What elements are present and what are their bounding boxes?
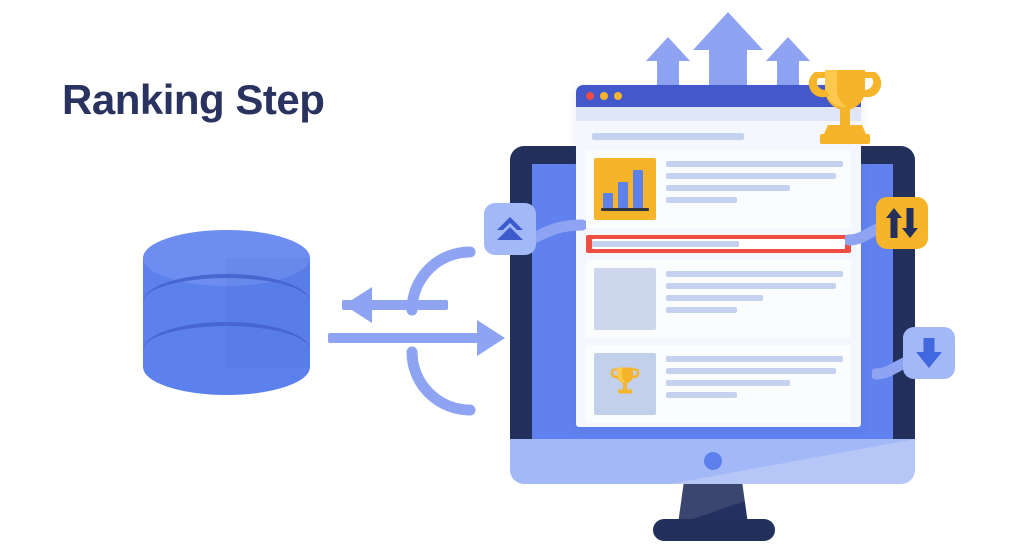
minimize-dot-icon[interactable] bbox=[600, 92, 608, 100]
highlighted-result-bar[interactable] bbox=[586, 235, 851, 253]
maximize-dot-icon[interactable] bbox=[614, 92, 622, 100]
bar-chart-thumbnail bbox=[594, 158, 656, 220]
close-dot-icon[interactable] bbox=[586, 92, 594, 100]
text-line bbox=[666, 295, 764, 301]
browser-titlebar bbox=[576, 85, 861, 107]
highlight-bar-track bbox=[592, 239, 845, 249]
up-arrow-large-center bbox=[693, 12, 763, 102]
result-text-lines bbox=[666, 353, 843, 415]
image-placeholder-thumbnail bbox=[594, 268, 656, 330]
bar-chart-icon bbox=[603, 168, 647, 208]
result-row[interactable] bbox=[586, 345, 851, 423]
result-row[interactable] bbox=[586, 150, 851, 228]
badge-rank-down[interactable] bbox=[903, 327, 955, 379]
result-text-lines bbox=[666, 158, 843, 220]
text-line bbox=[666, 380, 790, 386]
monitor-power-dot bbox=[704, 452, 722, 470]
chart-bar bbox=[633, 170, 643, 208]
database-cylinder bbox=[143, 230, 310, 395]
text-line bbox=[666, 368, 836, 374]
text-line bbox=[666, 173, 836, 179]
text-line bbox=[666, 307, 737, 313]
page-title: Ranking Step bbox=[62, 76, 325, 123]
top-trophy-icon bbox=[800, 66, 890, 158]
text-line bbox=[666, 197, 737, 203]
monitor-stand-neck bbox=[678, 484, 748, 524]
text-line bbox=[666, 161, 843, 167]
highlight-bar-fill bbox=[592, 241, 739, 247]
trophy-thumbnail bbox=[594, 353, 656, 415]
upward-growth-arrows bbox=[645, 12, 815, 102]
browser-content bbox=[576, 133, 861, 423]
monitor-stand-base bbox=[653, 519, 775, 541]
double-chevron-up-icon bbox=[497, 217, 523, 240]
arrow-right bbox=[328, 320, 505, 356]
text-line bbox=[666, 271, 843, 277]
results-headline-placeholder bbox=[592, 133, 744, 140]
up-down-arrows-icon bbox=[886, 208, 918, 238]
database-divider-line-1 bbox=[143, 274, 310, 330]
arc-top bbox=[406, 246, 476, 316]
arc-bottom bbox=[406, 346, 476, 416]
browser-toolbar[interactable] bbox=[576, 107, 861, 121]
text-line bbox=[666, 185, 790, 191]
result-row[interactable] bbox=[586, 260, 851, 338]
trophy-icon bbox=[606, 363, 644, 406]
badge-reorder[interactable] bbox=[876, 197, 928, 249]
bidirectional-flow-arrows bbox=[320, 240, 540, 420]
badge-rank-up[interactable] bbox=[484, 203, 536, 255]
browser-window[interactable] bbox=[576, 85, 861, 427]
chart-bar bbox=[603, 193, 613, 208]
arrow-down-icon bbox=[916, 338, 942, 368]
database-divider-line-2 bbox=[143, 322, 310, 378]
text-line bbox=[666, 392, 737, 398]
text-line bbox=[666, 283, 836, 289]
text-line bbox=[666, 356, 843, 362]
arrow-left bbox=[342, 287, 448, 323]
chart-bar bbox=[618, 182, 628, 208]
result-text-lines bbox=[666, 268, 843, 330]
chart-baseline bbox=[601, 208, 649, 211]
